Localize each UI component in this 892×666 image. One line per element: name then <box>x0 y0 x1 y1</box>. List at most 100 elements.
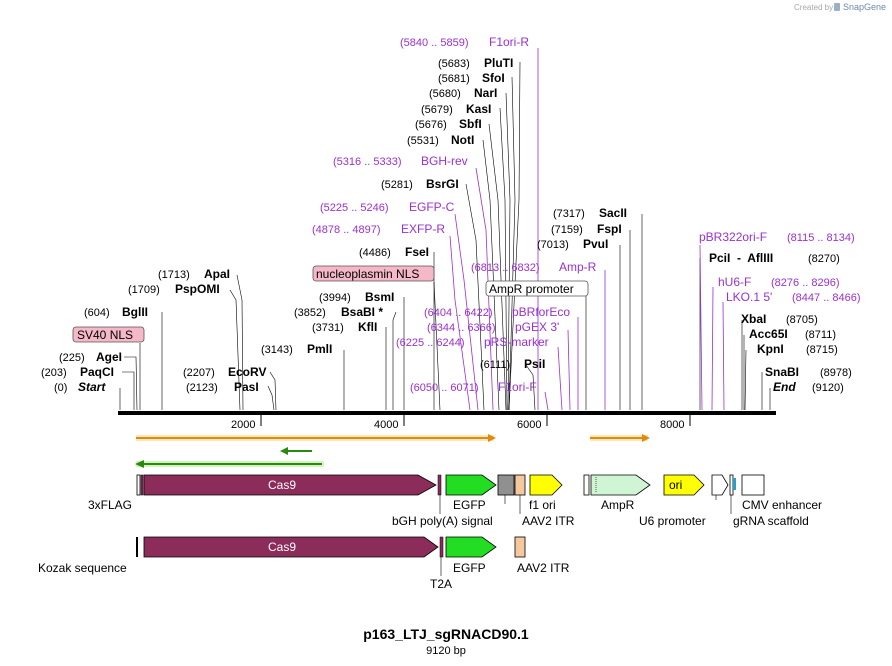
primer-name[interactable]: BGH-rev <box>421 154 468 168</box>
cmv-enhancer-label: CMV enhancer <box>742 498 822 512</box>
f1-ori-label: f1 ori <box>529 498 556 512</box>
ampr-feature[interactable] <box>590 474 651 496</box>
kozak-label: Kozak sequence <box>38 561 127 575</box>
grna-target-feature[interactable] <box>733 478 736 490</box>
orf-reverse-short[interactable] <box>280 447 312 455</box>
cas9-feature-2[interactable]: Cas9 <box>143 536 439 558</box>
ori-feature[interactable]: ori <box>663 474 705 496</box>
primer-name[interactable]: hU6-F <box>718 275 751 289</box>
site-position: (7317) <box>553 208 585 220</box>
site-position: (8270) <box>808 253 840 265</box>
primer-name[interactable]: pBR322ori-F <box>699 230 767 244</box>
f1-ori-feature[interactable] <box>497 474 515 496</box>
enzyme-name[interactable]: BglII <box>122 305 148 319</box>
site-leader-lines <box>119 61 771 411</box>
nucleoplasmin-nls-tag[interactable]: nucleoplasmin NLS <box>312 265 435 282</box>
enzyme-name[interactable]: EcoRV <box>228 365 266 379</box>
enzyme-name[interactable]: SnaBI <box>765 365 799 379</box>
egfp-label-2: EGFP <box>453 561 486 575</box>
aav2-itr-feature[interactable] <box>514 474 526 496</box>
enzyme-name[interactable]: PciI - AflIII <box>709 251 773 265</box>
enzyme-name[interactable]: PmlI <box>307 342 332 356</box>
aav2-itr-feature-2[interactable] <box>514 536 526 558</box>
enzyme-name[interactable]: PspOMI <box>175 282 220 296</box>
orf-reverse-long[interactable] <box>135 460 324 468</box>
enzyme-name[interactable]: SfoI <box>482 71 505 85</box>
primer-name[interactable]: EGFP-C <box>409 200 455 214</box>
site-position: (5680) <box>429 88 461 100</box>
enzyme-name[interactable]: BsmI <box>365 290 394 304</box>
cmv-enhancer-feature[interactable] <box>741 474 765 496</box>
egfp-feature-2[interactable] <box>445 536 497 558</box>
primer-name[interactable]: Amp-R <box>559 260 597 274</box>
site-position: (225) <box>59 352 85 364</box>
3xflag-label: 3xFLAG <box>88 498 132 512</box>
enzyme-name[interactable]: KasI <box>466 102 491 116</box>
cas9-label: Cas9 <box>268 478 296 492</box>
end-label: End <box>773 380 796 394</box>
ampr-promoter-tag[interactable]: AmpR promoter <box>485 280 589 297</box>
bgh-label: bGH poly(A) signal <box>392 514 493 528</box>
enzyme-name[interactable]: BsaBI * <box>341 305 383 319</box>
egfp-feature[interactable] <box>445 474 497 496</box>
primer-name[interactable]: F1ori-R <box>489 35 529 49</box>
primer-range: (8276 .. 8296) <box>771 277 840 289</box>
grna-scaffold-label: gRNA scaffold <box>733 514 809 528</box>
primer-range: (6050 .. 6071) <box>410 382 479 394</box>
primer-name[interactable]: pRS-marker <box>484 335 549 349</box>
cas9-feature[interactable]: Cas9 <box>143 474 437 496</box>
primer-name[interactable]: F1ori-F <box>498 380 537 394</box>
t2a-label: T2A <box>430 577 452 591</box>
enzyme-name[interactable]: KpnI <box>757 342 784 356</box>
enzyme-name[interactable]: SacII <box>599 206 627 220</box>
enzyme-name[interactable]: NarI <box>474 86 497 100</box>
cas9-label-2: Cas9 <box>268 540 296 554</box>
nls-2-feature[interactable] <box>437 474 442 496</box>
ruler <box>260 414 691 426</box>
ruler-tick-label: 6000 <box>517 419 541 431</box>
site-position: (3852) <box>294 307 326 319</box>
f1-ori-arrow-feature[interactable] <box>529 474 563 496</box>
enzyme-name[interactable]: PsiI <box>524 357 545 371</box>
ampr-promoter-feature[interactable] <box>583 474 590 496</box>
enzyme-name[interactable]: PasI <box>234 380 259 394</box>
enzyme-name[interactable]: Acc65I <box>749 327 788 341</box>
kozak-feature[interactable] <box>136 537 138 557</box>
t2a-feature[interactable] <box>439 536 444 558</box>
enzyme-name[interactable]: PluTI <box>484 56 513 70</box>
primer-name[interactable]: LKO.1 5' <box>726 290 772 304</box>
enzyme-name[interactable]: AgeI <box>96 350 122 364</box>
enzyme-name[interactable]: XbaI <box>741 312 766 326</box>
ruler-tick-label: 8000 <box>660 419 684 431</box>
enzyme-name[interactable]: NotI <box>451 133 474 147</box>
orf-forward-short[interactable] <box>590 434 650 442</box>
primer-name[interactable]: EXFP-R <box>401 222 445 236</box>
plasmid-name: p163_LTJ_sgRNACD90.1 <box>363 626 529 642</box>
grna-scaffold-feature[interactable] <box>729 474 734 496</box>
feature-row1-leaders <box>439 495 732 514</box>
primer-name[interactable]: pBRforEco <box>512 305 570 319</box>
primer-range: (6225 .. 6244) <box>396 337 465 349</box>
enzyme-name[interactable]: ApaI <box>204 267 230 281</box>
enzyme-name[interactable]: FspI <box>597 222 622 236</box>
sv40-nls-tag[interactable]: SV40 NLS <box>72 326 145 343</box>
primer-range: (5316 .. 5333) <box>333 156 402 168</box>
3xflag-feature[interactable] <box>136 474 141 496</box>
enzyme-name[interactable]: PaqCI <box>80 365 114 379</box>
enzyme-name[interactable]: KflI <box>358 320 377 334</box>
orf-forward-long[interactable] <box>136 434 496 442</box>
enzyme-name[interactable]: BsrGI <box>426 177 459 191</box>
site-position: (3731) <box>312 322 344 334</box>
site-position: (8705) <box>786 314 818 326</box>
site-position: (9120) <box>812 382 844 394</box>
enzyme-name[interactable]: PvuI <box>583 237 608 251</box>
site-position: (3143) <box>261 344 293 356</box>
primer-name[interactable]: pGEX 3' <box>515 320 559 334</box>
primer-range: (4878 .. 4897) <box>312 224 381 236</box>
u6-promoter-feature[interactable] <box>711 474 729 496</box>
primer-range: (6404 .. 6422) <box>424 307 493 319</box>
site-position: (6111) <box>480 359 510 371</box>
enzyme-name[interactable]: FseI <box>405 245 429 259</box>
nls-feature[interactable] <box>140 474 144 496</box>
enzyme-name[interactable]: SbfI <box>459 117 482 131</box>
